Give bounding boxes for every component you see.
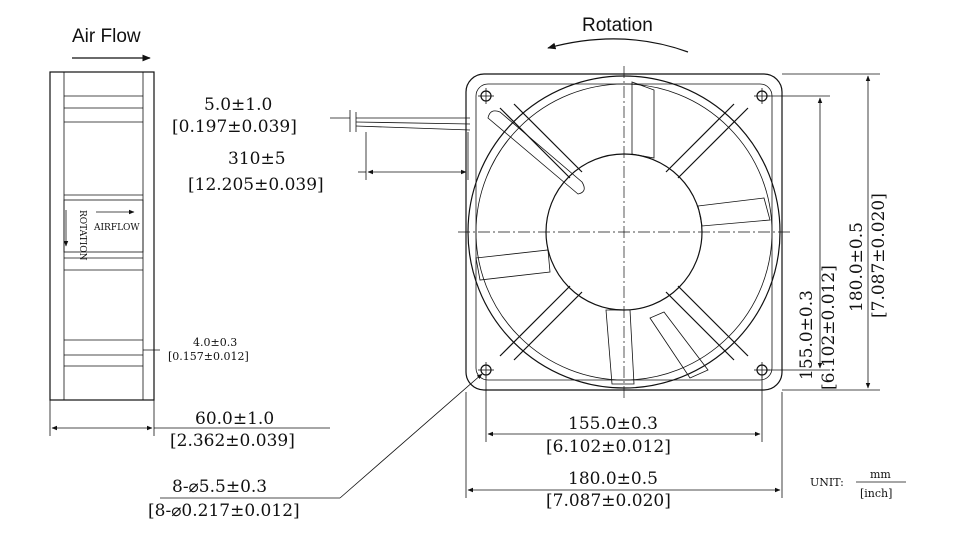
strip-dimension-mm: 5.0±1.0 — [204, 95, 272, 115]
label-panel — [63, 199, 144, 253]
rotation-label: ROTATION — [77, 210, 87, 261]
width-dimension-mm: 60.0±1.0 — [195, 409, 274, 429]
strip-dimension-inch: [0.197±0.039] — [172, 117, 297, 137]
hole-spacing-vertical-inch: [6.102±0.012] — [819, 265, 839, 390]
unit-inch: [inch] — [860, 487, 892, 500]
hole-spacing-vertical-mm: 155.0±0.3 — [797, 290, 817, 380]
unit-mm: mm — [870, 468, 891, 481]
lip-dimension-mm: 4.0±0.3 — [193, 336, 237, 349]
wire-channel — [487, 110, 585, 195]
airflow-label: AIRFLOW — [93, 223, 140, 233]
frame-vertical-mm: 180.0±0.5 — [847, 222, 867, 312]
unit-legend: UNIT: mm [inch] — [810, 468, 906, 500]
frame-horizontal-inch: [7.087±0.020] — [546, 491, 671, 511]
side-frame — [49, 71, 155, 401]
lead-length-mm: 310±5 — [228, 149, 286, 169]
width-dimension-inch: [2.362±0.039] — [170, 431, 295, 451]
lead-wires: 5.0±1.0 [0.197±0.039] 310±5 [12.205±0.03… — [172, 95, 471, 195]
lip-dimension-inch: [0.157±0.012] — [168, 350, 249, 363]
front-view: Rotation — [148, 15, 889, 521]
holes-callout-inch: [8-⌀0.217±0.012] — [148, 501, 300, 521]
side-view-title: Air Flow — [72, 26, 141, 47]
hole-callout-leader — [339, 373, 483, 499]
lead-length-inch: [12.205±0.039] — [188, 175, 324, 195]
frame-horizontal-mm: 180.0±0.5 — [568, 469, 658, 489]
rotation-arrow — [547, 38, 689, 53]
holes-callout-mm: 8-⌀5.5±0.3 — [172, 477, 267, 497]
unit-label: UNIT: — [810, 476, 844, 489]
hole-spacing-horizontal-inch: [6.102±0.012] — [546, 437, 671, 457]
side-view: Air Flow ROTATION AIRFLOW 4.0±0.3 [0.157… — [49, 26, 330, 451]
blade — [631, 81, 655, 159]
rotation-title: Rotation — [582, 15, 653, 36]
spoke — [499, 107, 571, 179]
hole-spacing-horizontal-mm: 155.0±0.3 — [568, 414, 658, 434]
frame-vertical-inch: [7.087±0.020] — [869, 193, 889, 318]
